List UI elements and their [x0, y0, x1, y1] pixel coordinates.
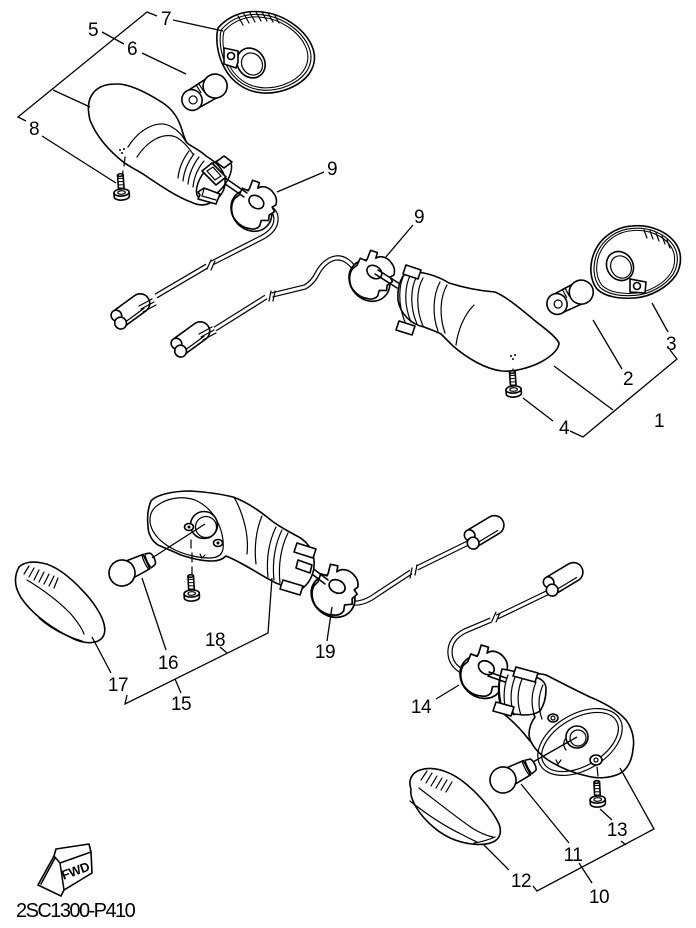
svg-text:6: 6 — [127, 39, 137, 60]
svg-text:14: 14 — [411, 697, 432, 718]
svg-text:10: 10 — [589, 887, 609, 908]
svg-text:15: 15 — [171, 694, 191, 715]
svg-text:2: 2 — [623, 369, 633, 390]
svg-text:4: 4 — [559, 418, 570, 439]
svg-text:19: 19 — [315, 642, 335, 663]
svg-text:2SC1300-P410: 2SC1300-P410 — [16, 900, 136, 922]
svg-text:18: 18 — [205, 630, 225, 651]
svg-text:11: 11 — [564, 845, 583, 866]
svg-text:12: 12 — [511, 871, 531, 892]
svg-text:9: 9 — [327, 159, 337, 180]
svg-text:1: 1 — [654, 411, 664, 432]
svg-text:8: 8 — [29, 119, 39, 140]
svg-text:17: 17 — [108, 675, 128, 696]
svg-text:13: 13 — [607, 820, 627, 841]
svg-text:16: 16 — [158, 653, 178, 674]
svg-text:7: 7 — [161, 9, 171, 30]
svg-text:3: 3 — [666, 334, 676, 355]
svg-text:9: 9 — [414, 207, 424, 228]
svg-text:5: 5 — [88, 20, 98, 41]
